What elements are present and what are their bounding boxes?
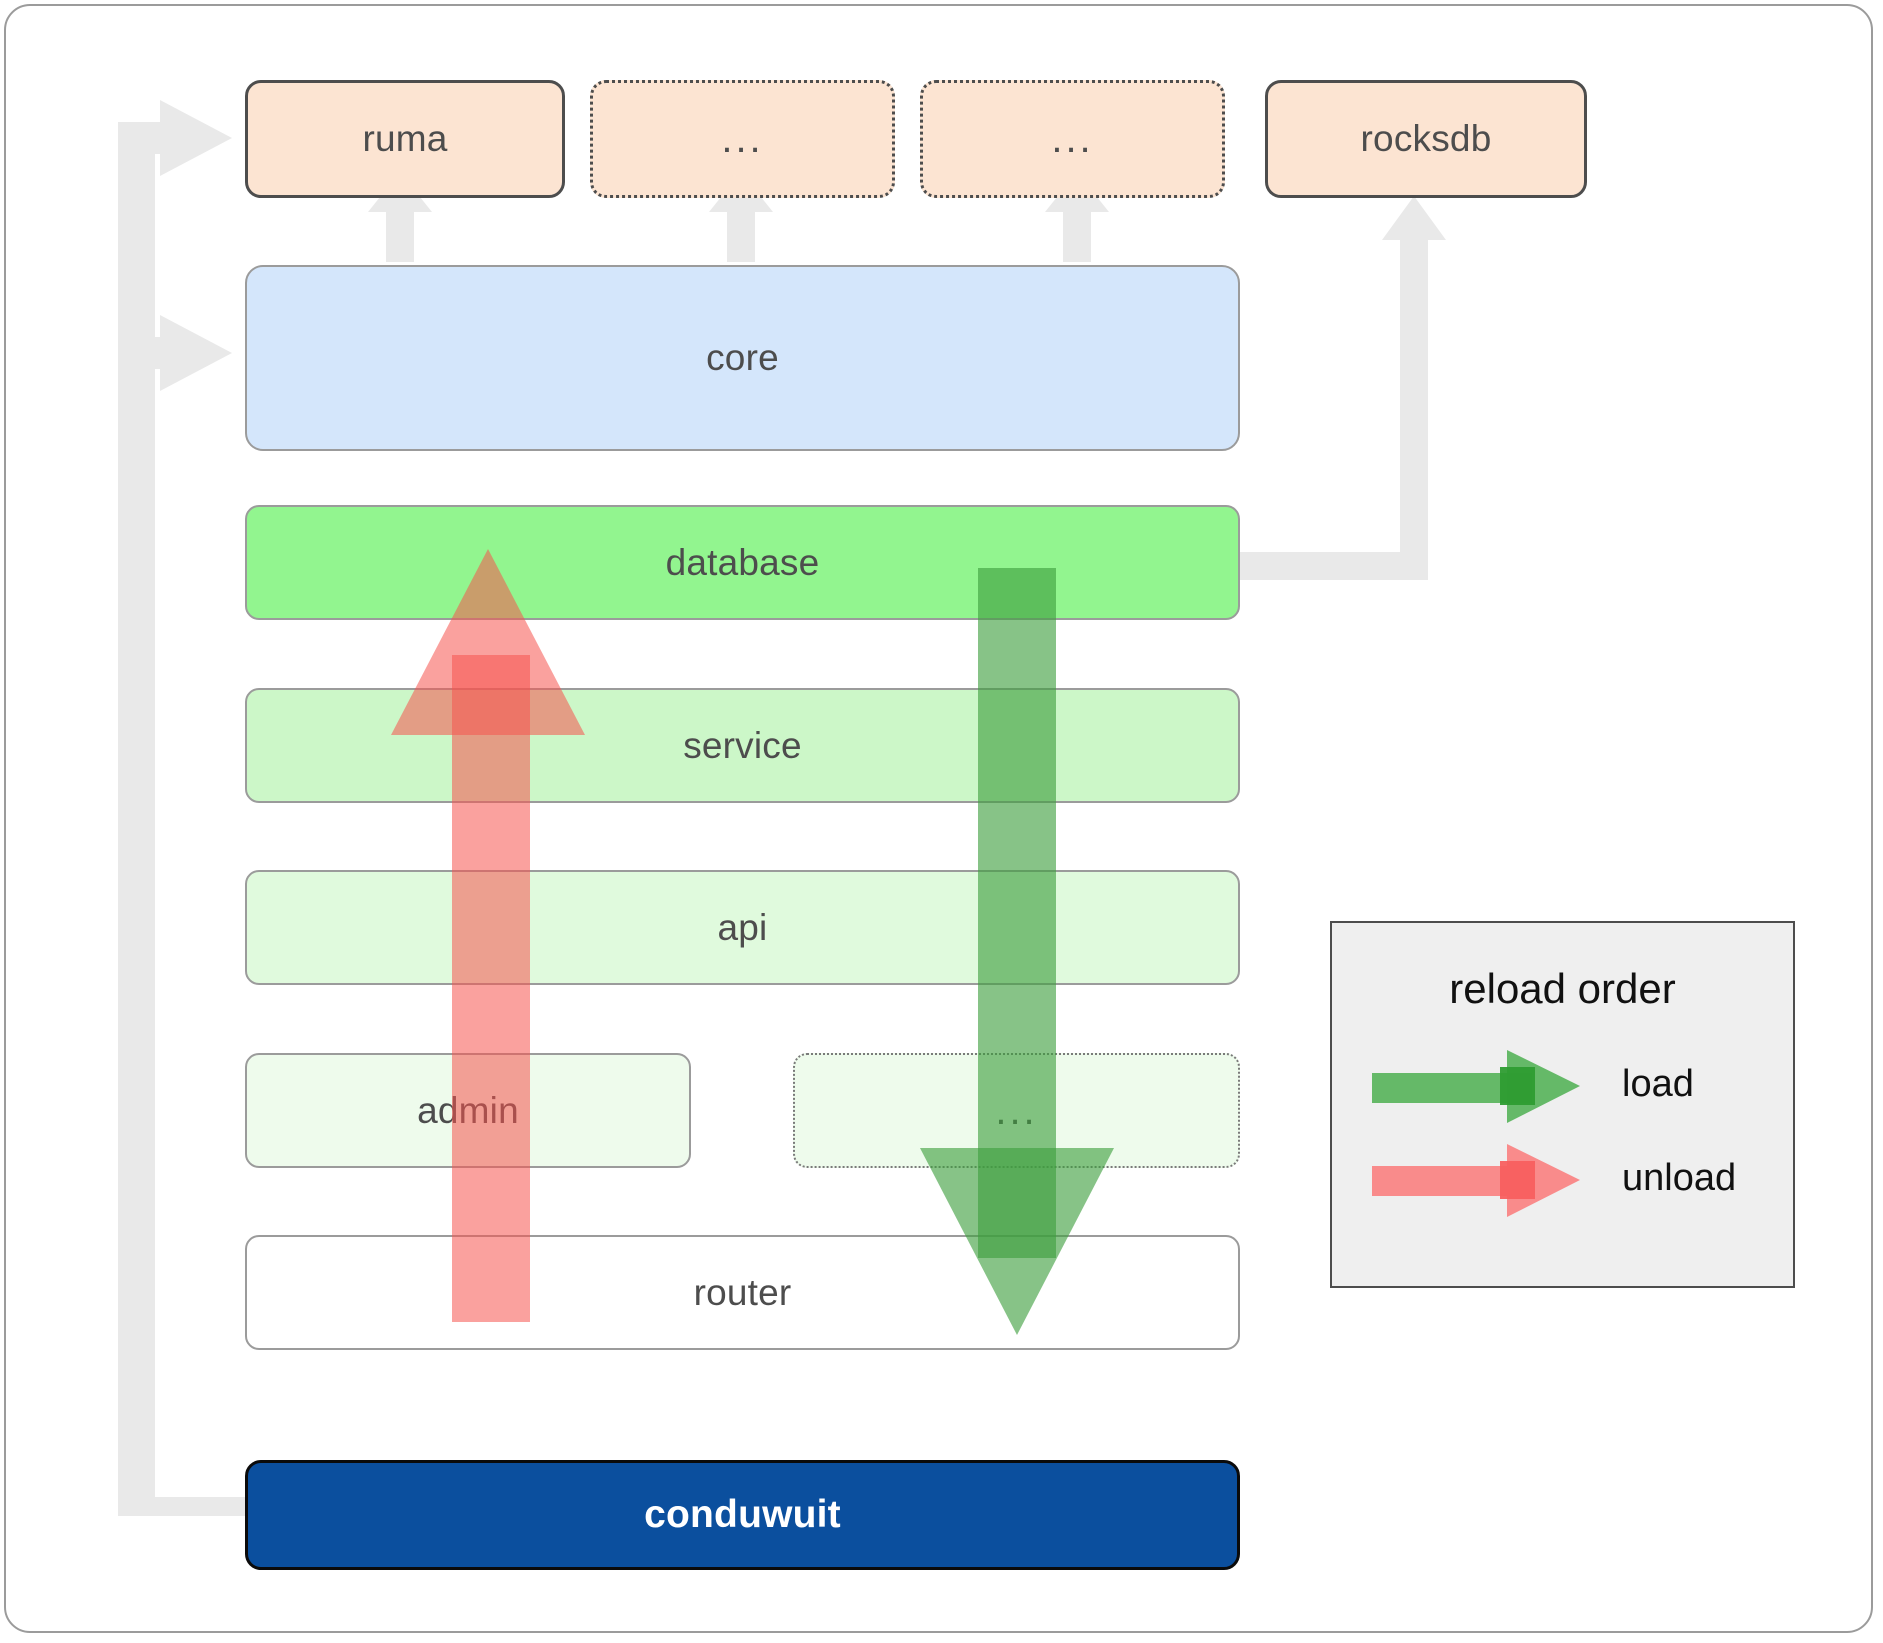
node-conduwuit-label: conduwuit (644, 1493, 841, 1536)
node-router-label: router (693, 1271, 792, 1313)
legend-title: reload order (1449, 965, 1676, 1012)
legend-panel: reload order load unload (1330, 921, 1795, 1288)
node-layer-ellipsis[interactable]: ... (793, 1053, 1240, 1168)
node-rocksdb-label: rocksdb (1360, 118, 1492, 159)
legend-arrow-icons (1372, 1050, 1580, 1217)
node-dep-ellipsis-2-label: ... (1051, 117, 1094, 161)
node-api[interactable]: api (245, 870, 1240, 985)
load-arrow-icon (1372, 1050, 1580, 1123)
node-database-label: database (665, 541, 820, 583)
node-layer-ellipsis-label: ... (995, 1088, 1038, 1133)
node-rocksdb[interactable]: rocksdb (1265, 80, 1587, 198)
diagram-frame (4, 4, 1873, 1633)
legend-label-unload: unload (1622, 1157, 1737, 1199)
node-ruma-label: ruma (362, 118, 448, 159)
node-core-label: core (706, 337, 779, 378)
node-dep-ellipsis-1-label: ... (721, 117, 764, 161)
node-conduwuit[interactable]: conduwuit (245, 1460, 1240, 1570)
node-admin[interactable]: admin (245, 1053, 691, 1168)
node-core[interactable]: core (245, 265, 1240, 451)
legend-label-load: load (1622, 1063, 1694, 1105)
node-ruma[interactable]: ruma (245, 80, 565, 198)
node-service[interactable]: service (245, 688, 1240, 803)
node-admin-label: admin (417, 1089, 519, 1131)
node-api-label: api (717, 906, 768, 948)
node-router[interactable]: router (245, 1235, 1240, 1350)
node-dep-ellipsis-2[interactable]: ... (920, 80, 1225, 198)
node-service-label: service (683, 724, 802, 766)
unload-arrow-icon (1372, 1144, 1580, 1217)
node-database[interactable]: database (245, 505, 1240, 620)
node-dep-ellipsis-1[interactable]: ... (590, 80, 895, 198)
